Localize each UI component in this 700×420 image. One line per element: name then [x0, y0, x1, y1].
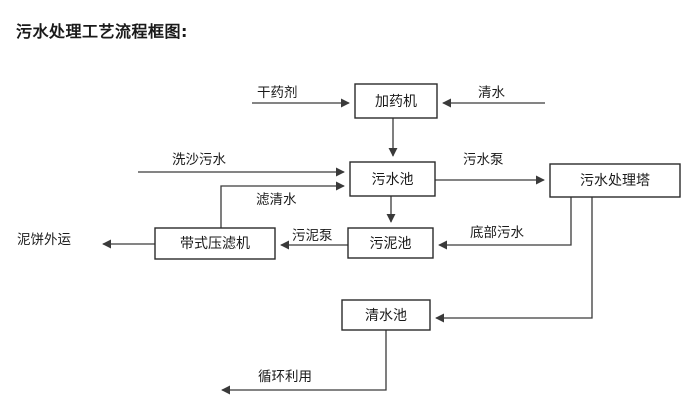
node-label-sewage-pool: 污水池	[372, 172, 414, 188]
node-label-dosing-machine: 加药机	[375, 94, 417, 110]
node-sewage-pool[interactable]: 污水池	[349, 161, 436, 197]
label-sewage-pump: 污水泵	[463, 152, 504, 168]
label-filtrate: 滤清水	[256, 192, 297, 208]
label-bottom-sewage: 底部污水	[470, 225, 524, 241]
edge-recycle-use	[221, 330, 387, 395]
label-sludge-pump: 污泥泵	[292, 228, 333, 244]
node-dosing-machine[interactable]: 加药机	[354, 83, 438, 119]
label-clear-water-in: 清水	[478, 85, 505, 101]
node-label-sludge-pool: 污泥池	[370, 236, 412, 252]
node-label-clear-water-pool: 清水池	[365, 308, 407, 324]
page-title: 污水处理工艺流程框图:	[16, 22, 188, 41]
edge-tower-to-clear	[435, 197, 593, 323]
node-label-belt-filter: 带式压滤机	[180, 236, 250, 252]
label-recycle-use: 循环利用	[258, 369, 312, 385]
edge-bottom-sewage	[438, 197, 572, 250]
label-sand-wash-sewage: 洗沙污水	[172, 152, 226, 168]
node-belt-filter[interactable]: 带式压滤机	[154, 227, 276, 260]
node-label-treatment-tower: 污水处理塔	[580, 173, 650, 189]
node-treatment-tower[interactable]: 污水处理塔	[549, 163, 681, 198]
node-clear-water-pool[interactable]: 清水池	[341, 299, 431, 331]
label-dry-agent: 干药剂	[257, 85, 298, 101]
label-mud-cake-out: 泥饼外运	[17, 232, 71, 248]
edge-filtrate-return	[220, 181, 345, 228]
node-sludge-pool[interactable]: 污泥池	[347, 227, 434, 259]
